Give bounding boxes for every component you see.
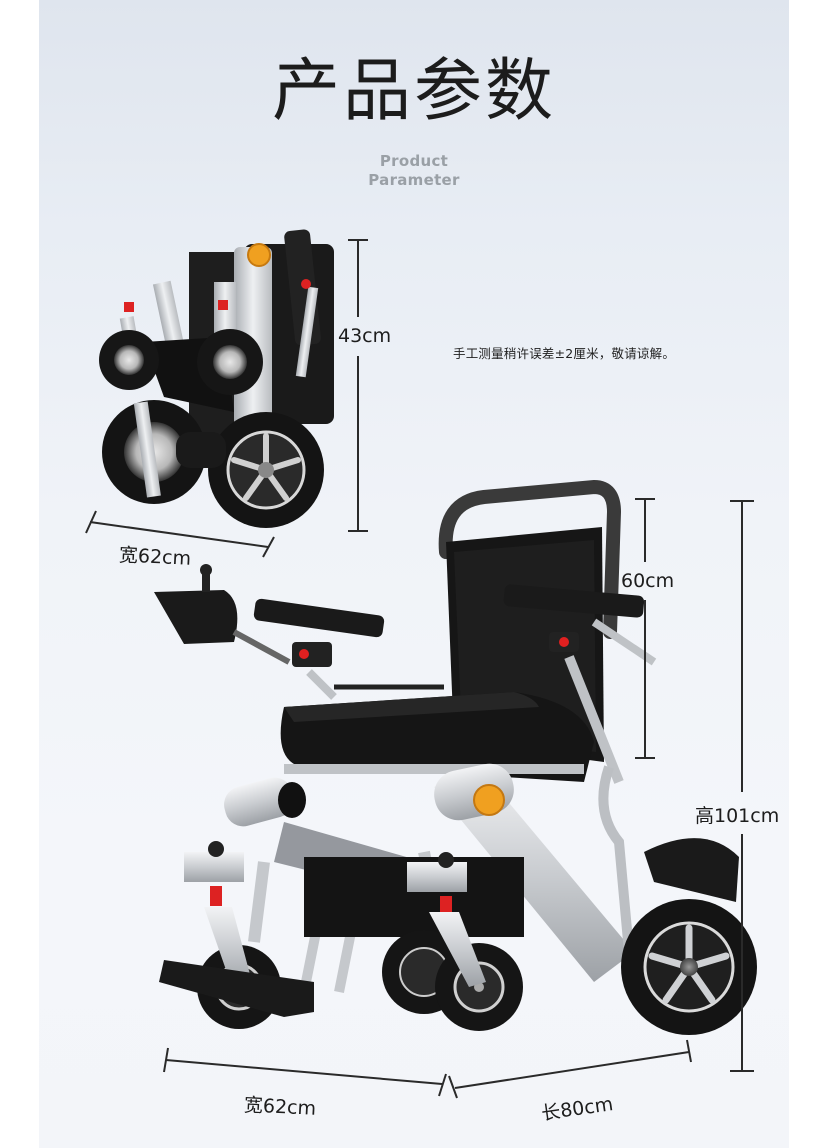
total-height-line-upper	[741, 500, 743, 792]
backrest-height-line-upper	[644, 498, 646, 562]
folded-wheelchair-image	[99, 229, 334, 528]
unfolded-wheelchair-image	[154, 479, 757, 1035]
total-height-line-lower	[741, 834, 743, 1070]
total-height-label: 高101cm	[695, 805, 780, 827]
page-title: 产品参数	[271, 52, 556, 131]
backrest-height-line-lower	[644, 600, 646, 758]
folded-height-line-upper	[357, 239, 359, 317]
subtitle-line-2: Parameter	[368, 171, 460, 189]
backrest-height-label: 60cm	[621, 570, 675, 592]
product-parameter-panel: 产品参数 Product Parameter	[39, 0, 789, 1148]
page-subtitle: Product Parameter	[39, 152, 789, 190]
folded-height-tick-bottom	[348, 530, 368, 532]
backrest-height-tick-bottom	[635, 757, 655, 759]
subtitle-line-1: Product	[379, 152, 449, 170]
folded-height-label: 43cm	[338, 325, 392, 347]
base-width-length-lines	[163, 1039, 692, 1099]
total-height-tick-bottom	[730, 1070, 754, 1072]
folded-width-line	[85, 510, 275, 558]
base-width-label: 宽62cm	[243, 1094, 317, 1120]
measurement-tolerance-note: 手工测量稍许误差±2厘米，敬请谅解。	[453, 346, 676, 361]
folded-height-line-lower	[357, 356, 359, 530]
